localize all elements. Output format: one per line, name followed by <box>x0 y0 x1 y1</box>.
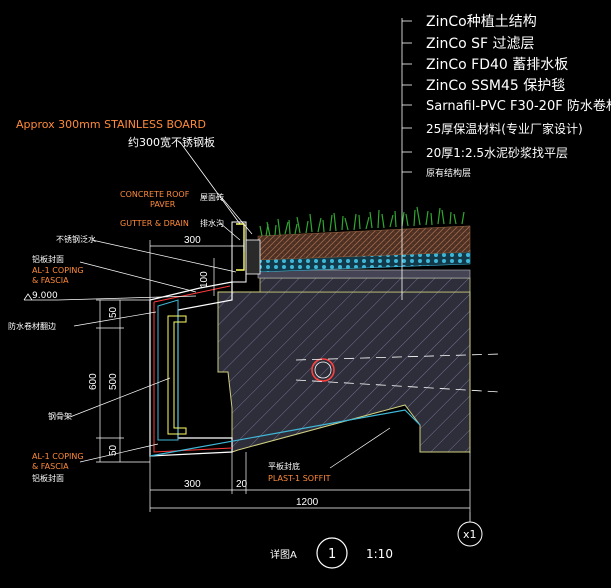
layer-label-2: ZinCo SF 过滤层 <box>426 36 535 52</box>
approx-board-label: Approx 300mm STAINLESS BOARD <box>16 118 206 131</box>
waterproof-cn-label: 防水卷材翻边 <box>8 321 56 331</box>
layer-label-5: Sarnafil-PVC F30-20F 防水卷材 <box>426 98 611 114</box>
waterproof-leader <box>73 311 157 327</box>
coping-label-1: AL-1 COPING <box>32 266 84 275</box>
title-name: 详图A <box>270 548 297 561</box>
layer-label-3: ZinCo FD40 蓄排水板 <box>426 57 568 73</box>
soffit-line <box>149 409 421 457</box>
grid-bubble <box>457 521 483 547</box>
dimension-lines <box>96 240 471 512</box>
dim-500: 500 <box>108 373 119 390</box>
grid-label: x1 <box>463 528 477 541</box>
dim-50-bottom: 50 <box>108 444 119 456</box>
paver-leader <box>221 197 253 235</box>
stainless-flashing <box>236 223 245 271</box>
dim-bottom-20: 20 <box>236 479 248 490</box>
paver-label-2: PAVER <box>150 200 176 209</box>
dim-bottom-300: 300 <box>184 479 201 490</box>
soffit-label: PLAST-1 SOFFIT <box>268 474 331 483</box>
title-scale: 1:10 <box>366 547 393 561</box>
level-label: 9.000 <box>32 291 58 301</box>
gutter-cn-label: 排水沟 <box>200 218 224 228</box>
dim-100: 100 <box>199 271 210 288</box>
level-marker <box>23 293 33 301</box>
soffit-leader <box>329 427 391 469</box>
drain-gravel <box>245 239 261 275</box>
coping-cn-label: 铝板封面 <box>32 254 64 264</box>
title-number: 1 <box>328 547 336 562</box>
upper-slab <box>218 277 471 293</box>
layer-label-6: 25厚保温材料(专业厂家设计) <box>426 121 583 136</box>
layer-label-8: 原有结构层 <box>426 167 471 179</box>
coping2-label-1: AL-1 COPING <box>32 452 84 461</box>
paver-label-1: CONCRETE ROOF <box>120 190 190 199</box>
frame-cn-label: 钢骨架 <box>48 411 72 421</box>
waterproof-membrane <box>153 285 233 453</box>
coping-leader <box>79 261 197 293</box>
concrete-slab <box>217 291 471 453</box>
flashing-leader <box>91 239 237 273</box>
flashing-cn-label: 不锈钢泛水 <box>56 234 96 244</box>
gutter-label: GUTTER & DRAIN <box>120 219 189 228</box>
steel-frame <box>167 315 187 435</box>
coping2-cn-label: 铝板封面 <box>32 473 64 483</box>
coping-label-2: & FASCIA <box>32 276 69 285</box>
dim-top-300: 300 <box>184 235 201 246</box>
dim-600: 600 <box>88 373 99 390</box>
gutter-channel <box>231 221 247 283</box>
board-cn-label: 约300宽不锈钢板 <box>128 135 215 149</box>
level-leader <box>57 295 197 301</box>
gutter-leader <box>219 222 241 241</box>
pipe-centerline-1 <box>295 353 501 361</box>
coping2-leader <box>79 443 159 463</box>
board-leader <box>179 141 241 225</box>
soffit-cn-label: 平板封底 <box>268 461 300 471</box>
drain-pipe <box>311 358 335 382</box>
fascia-inner <box>157 299 179 441</box>
layer-ticks <box>402 20 412 173</box>
layer-label-7: 20厚1:2.5水泥砂浆找平层 <box>426 145 568 160</box>
layer-label-1: ZinCo种植土结构 <box>426 14 537 30</box>
pipe-centerline-2 <box>295 379 501 393</box>
dim-50-top: 50 <box>108 306 119 318</box>
layer-label-4: ZinCo SSM45 保护毯 <box>426 78 565 94</box>
planting <box>259 206 465 237</box>
coping2-label-2: & FASCIA <box>32 462 69 471</box>
title-bubble <box>316 537 348 569</box>
paver-cn-label: 屋面砖 <box>200 192 224 202</box>
dim-1200: 1200 <box>296 497 319 508</box>
screed-layer <box>257 269 471 279</box>
